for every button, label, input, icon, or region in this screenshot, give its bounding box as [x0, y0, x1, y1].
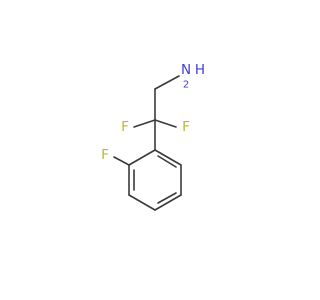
amine-h-label: H — [195, 62, 205, 78]
fluorine-left-label: F — [121, 119, 129, 135]
structure-canvas: N H 2 F F F — [101, 62, 206, 211]
bond-c-f-right — [154, 119, 177, 128]
fluorine-right-label: F — [182, 119, 190, 135]
amine-h-count: 2 — [183, 80, 189, 91]
ring-double-bond-a — [157, 155, 177, 168]
fluorine-ring-label: F — [101, 147, 109, 163]
bond-c-f-left — [133, 119, 156, 128]
ring-bond-6 — [154, 149, 182, 166]
amine-n-label: N — [181, 62, 191, 78]
molecule-drawing: N H 2 F F F — [101, 62, 205, 211]
ring-bond-4 — [154, 194, 182, 211]
ring-bond-1 — [128, 149, 156, 166]
ring-double-bond-b — [157, 192, 177, 204]
bond-ring-f — [113, 156, 130, 166]
ring-bond-3 — [128, 194, 156, 211]
bonds — [113, 75, 182, 211]
bond-c-n — [154, 75, 180, 90]
